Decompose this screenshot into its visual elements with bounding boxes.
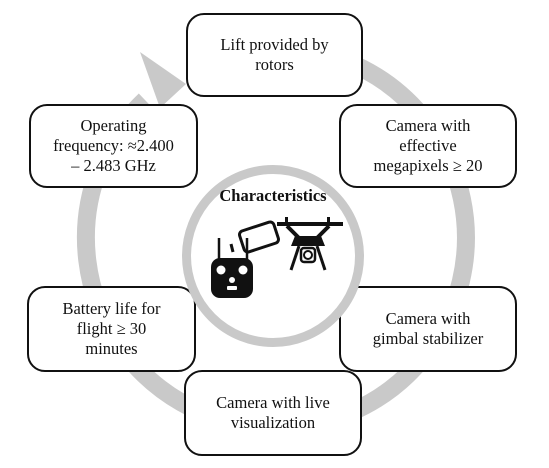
feature-box-frequency: Operating frequency: ≈2.400 – 2.483 GHz <box>29 104 198 188</box>
feature-text-live-view: Camera with live visualization <box>216 392 330 432</box>
drone-illustration <box>211 217 343 298</box>
feature-box-live-view: Camera with live visualization <box>184 370 362 456</box>
drone-icon <box>277 217 343 271</box>
feature-text-gimbal: Camera with gimbal stabilizer <box>372 308 484 348</box>
center-label: Characteristics <box>219 186 327 205</box>
feature-box-lift: Lift provided by rotors <box>186 13 363 97</box>
feature-text-battery: Battery life for flight ≥ 30 minutes <box>62 298 161 359</box>
feature-text-megapixels: Camera with effective megapixels ≥ 20 <box>373 115 483 176</box>
center-circle <box>182 165 364 347</box>
remote-controller-icon <box>211 238 253 298</box>
feature-box-gimbal: Camera with gimbal stabilizer <box>339 286 517 372</box>
smartphone-icon <box>229 220 280 254</box>
feature-box-battery: Battery life for flight ≥ 30 minutes <box>27 286 196 372</box>
feature-text-lift: Lift provided by rotors <box>220 34 329 74</box>
ring-arrowhead <box>140 52 186 108</box>
feature-text-frequency: Operating frequency: ≈2.400 – 2.483 GHz <box>53 115 174 176</box>
feature-box-megapixels: Camera with effective megapixels ≥ 20 <box>339 104 517 188</box>
